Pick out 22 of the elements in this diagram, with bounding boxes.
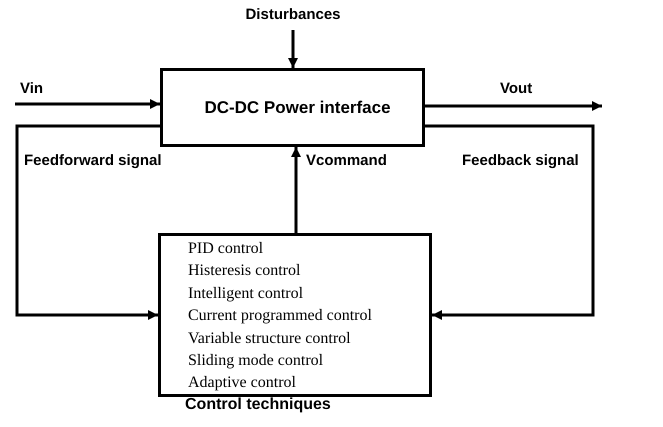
arrow	[425, 124, 594, 320]
list-item: Intelligent control	[188, 284, 304, 304]
arrow	[291, 147, 301, 233]
arrow	[16, 124, 160, 320]
box-title: DC-DC Power interface	[204, 98, 391, 118]
list-item: Current programmed control	[188, 306, 372, 326]
process-box	[160, 68, 425, 147]
edge-label: Vout	[500, 80, 532, 97]
edge-label: Feedback signal	[462, 152, 579, 169]
edge-label: Feedforward signal	[24, 152, 162, 169]
edge-label: Vin	[20, 80, 44, 97]
edge-label: Vcommand	[306, 152, 387, 169]
list-item: Histeresis control	[188, 261, 300, 282]
list-item: Sliding mode control	[188, 351, 324, 372]
edge-label: Disturbances	[245, 6, 341, 23]
arrow	[288, 30, 298, 68]
arrow	[15, 99, 160, 109]
list-item: Adaptive control	[188, 373, 296, 394]
list-item: PID control	[188, 239, 264, 259]
list-item: Variable structure control	[188, 328, 351, 349]
box-heading: Control techniques	[185, 396, 331, 414]
arrow	[425, 101, 602, 111]
